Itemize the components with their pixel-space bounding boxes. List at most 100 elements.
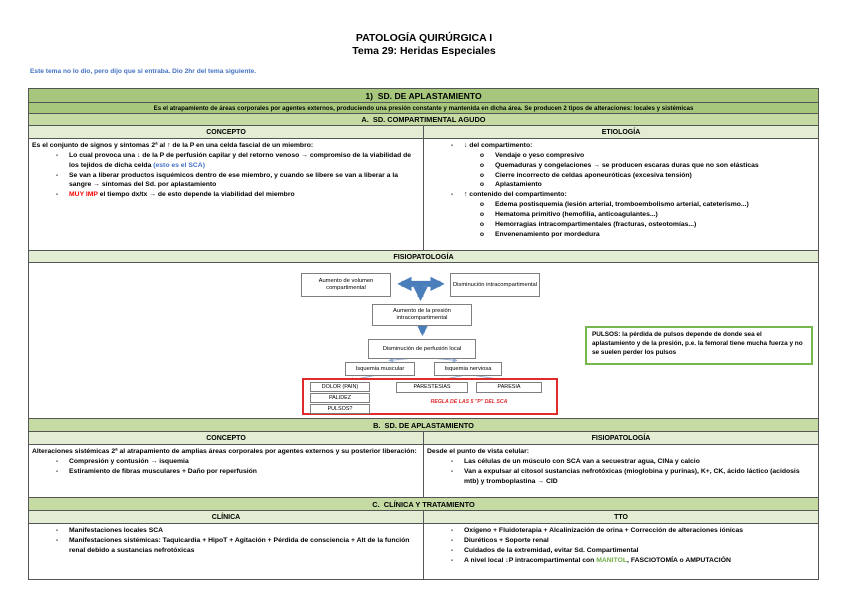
concepto-header: CONCEPTO bbox=[29, 126, 424, 138]
list-item-text: ↑ contenido del compartimento: bbox=[464, 191, 567, 199]
tto-cell: - Oxígeno + Fluidoterapia + Alcalinizaci… bbox=[424, 524, 818, 579]
sectionC-content-row: - Manifestaciones locales SCA - Manifest… bbox=[29, 524, 818, 579]
list-item-text: Vendaje o yeso compresivo bbox=[495, 151, 585, 159]
list-item: - Compresión y contusión → isquemia bbox=[32, 457, 420, 467]
list-item-text: Envenenamiento por mordedura bbox=[495, 230, 600, 238]
bullet-dash: - bbox=[55, 527, 59, 534]
list-item: o Hemorragias intracompartimentales (fra… bbox=[427, 220, 815, 230]
bullet-dash: - bbox=[55, 171, 59, 179]
bullet-dash: - bbox=[55, 467, 59, 475]
sectionB-concepto-intro: Alteraciones sistémicas 2ª al atrapamien… bbox=[32, 448, 417, 455]
list-item-text: Cierre incorrecto de celdas aponeurótica… bbox=[495, 171, 692, 179]
flow-box-palidez: PALIDEZ bbox=[310, 393, 370, 403]
list-item-text: Van a expulsar al citosol sustancias nef… bbox=[464, 467, 800, 485]
flow-box-isquemia-muscular: Isquemia muscular bbox=[345, 362, 415, 376]
sectionB-title-row: B. SD. DE APLASTAMIENTO bbox=[29, 419, 818, 432]
fisio-header: FISIOPATOLOGÍA bbox=[393, 252, 454, 261]
bullet-circle: o bbox=[479, 220, 485, 228]
list-item: o Vendaje o yeso compresivo bbox=[427, 151, 815, 161]
list-item: - Manifestaciones sistémicas: Taquicardi… bbox=[32, 536, 420, 556]
list-item-text: Oxígeno + Fluidoterapia + Alcalinización… bbox=[464, 527, 744, 534]
list-item: o Hematoma primitivo (hemofilia, anticoa… bbox=[427, 210, 815, 220]
sectionC-title: C. CLÍNICA Y TRATAMIENTO bbox=[372, 499, 475, 509]
flow-box-paresia: PARESIA bbox=[476, 382, 542, 393]
flow-box-aumento-presion: Aumento de la presión intracompartimenta… bbox=[372, 304, 472, 326]
bullet-dash: - bbox=[55, 191, 59, 199]
bullet-dash: - bbox=[450, 142, 454, 149]
etiologia-header: ETIOLOGÍA bbox=[424, 126, 818, 138]
bullet-dash: - bbox=[55, 536, 59, 544]
list-item-text: Cuidados de la extremidad, evitar Sd. Co… bbox=[464, 546, 639, 554]
list-item-text: Hematoma primitivo (hemofilia, anticoagu… bbox=[495, 210, 658, 218]
flow-box-dolor: DOLOR (PAIN) bbox=[310, 382, 370, 392]
list-item-text: Manifestaciones locales SCA bbox=[69, 527, 164, 534]
bullet-dash: - bbox=[450, 556, 454, 564]
pulsos-note-label: PULSOS: bbox=[592, 331, 621, 338]
list-item: - Manifestaciones locales SCA bbox=[32, 526, 420, 536]
margin-note: Este tema no lo dio, pero dijo que si en… bbox=[30, 68, 257, 75]
list-item: o Cierre incorrecto de celdas aponeuróti… bbox=[427, 171, 815, 181]
sectionB-fisio-header: FISIOPATOLOGÍA bbox=[424, 432, 818, 444]
list-item: - Se van a liberar productos isquémicos … bbox=[32, 171, 420, 191]
bullet-circle: o bbox=[479, 171, 485, 179]
list-item: - MUY IMP el tiempo dx/tx → de esto depe… bbox=[32, 190, 420, 200]
clinica-cell: - Manifestaciones locales SCA - Manifest… bbox=[29, 524, 424, 579]
flow-box-isquemia-nerviosa: Isquemia nerviosa bbox=[434, 362, 502, 376]
list-item: o Envenenamiento por mordedura bbox=[427, 230, 815, 240]
section1-title: 1) SD. DE APLASTAMIENTO bbox=[365, 90, 482, 101]
list-item: o Quemaduras y congelaciones → se produc… bbox=[427, 161, 815, 171]
bullet-circle: o bbox=[479, 210, 485, 218]
bullet-circle: o bbox=[479, 201, 485, 209]
list-item-text: Hemorragias intracompartimentales (fract… bbox=[495, 220, 697, 228]
pulsos-note-text: la pérdida de pulsos depende de donde se… bbox=[592, 331, 803, 356]
concepto-cell: Es el conjunto de signos y síntomas 2ª a… bbox=[29, 139, 424, 250]
list-item-text: Las células de un músculo con SCA van a … bbox=[464, 457, 700, 465]
fisio-flowchart-area: Aumento de volumen compartimental Dismin… bbox=[29, 263, 818, 419]
list-item: - Cuidados de la extremidad, evitar Sd. … bbox=[427, 546, 815, 556]
list-item: - A nivel local ↓P intracompartimental c… bbox=[427, 556, 815, 566]
bullet-dash: - bbox=[450, 527, 454, 534]
list-item-text: Manifestaciones sistémicas: Taquicardia … bbox=[69, 536, 410, 554]
list-item-text: Quemaduras y congelaciones → se producen… bbox=[495, 161, 759, 169]
fisio-header-row: FISIOPATOLOGÍA bbox=[29, 251, 818, 263]
list-item-text: Lo cual provoca una ↓ de la P de perfusi… bbox=[69, 151, 412, 169]
clinica-header: CLÍNICA bbox=[29, 511, 424, 523]
sectionA-content-row: Es el conjunto de signos y síntomas 2ª a… bbox=[29, 139, 818, 251]
list-item-text: Se van a liberar productos isquémicos de… bbox=[69, 171, 399, 189]
red-emphasis-text: MUY IMP bbox=[69, 191, 98, 199]
blue-note-text: (esto es el SCA) bbox=[153, 161, 205, 169]
flow-box-aumento-volumen: Aumento de volumen compartimental bbox=[301, 273, 391, 297]
section1-subtitle-row: Es el atrapamiento de áreas corporales p… bbox=[29, 103, 818, 114]
bullet-circle: o bbox=[479, 151, 485, 159]
list-item: - ↑ contenido del compartimento: bbox=[427, 190, 815, 200]
bullet-circle: o bbox=[479, 181, 485, 189]
list-item-text: Estiramiento de fibras musculares + Daño… bbox=[69, 467, 257, 475]
sectionC-column-headers: CLÍNICA TTO bbox=[29, 511, 818, 524]
sectionB-column-headers: CONCEPTO FISIOPATOLOGÍA bbox=[29, 432, 818, 445]
list-item: - Estiramiento de fibras musculares + Da… bbox=[32, 467, 420, 477]
notes-table: 1) SD. DE APLASTAMIENTO Es el atrapamien… bbox=[28, 88, 819, 580]
bullet-circle: o bbox=[479, 230, 485, 238]
sectionB-fisio-intro: Desde el punto de vista celular: bbox=[427, 448, 529, 455]
list-item-text: ↓ del compartimento: bbox=[464, 142, 533, 149]
sectionB-content-row: Alteraciones sistémicas 2ª al atrapamien… bbox=[29, 445, 818, 498]
bullet-dash: - bbox=[450, 191, 454, 199]
bullet-circle: o bbox=[479, 161, 485, 169]
flow-box-disminucion-perfusion: Disminución de perfusión local bbox=[368, 339, 476, 359]
bullet-dash: - bbox=[450, 536, 454, 544]
bullet-dash: - bbox=[450, 457, 454, 465]
list-item: - Diuréticos + Soporte renal bbox=[427, 536, 815, 546]
sectionB-fisio-cell: Desde el punto de vista celular: - Las c… bbox=[424, 445, 818, 497]
list-item: o Aplastamiento bbox=[427, 180, 815, 190]
section1-title-row: 1) SD. DE APLASTAMIENTO bbox=[29, 89, 818, 103]
list-item: - Oxígeno + Fluidoterapia + Alcalinizaci… bbox=[427, 526, 815, 536]
pulsos-note-box: PULSOS: la pérdida de pulsos depende de … bbox=[585, 326, 813, 365]
list-item-text: Diuréticos + Soporte renal bbox=[464, 536, 549, 544]
green-emphasis-text: MANITOL bbox=[596, 556, 628, 564]
five-p-rule-label: REGLA DE LAS 5 "P" DEL SCA bbox=[430, 399, 508, 405]
section1-subtitle: Es el atrapamiento de áreas corporales p… bbox=[153, 104, 694, 112]
page-title: PATOLOGÍA QUIRÚRGICA I bbox=[355, 32, 493, 44]
flow-box-pulsos: PULSOS? bbox=[310, 404, 370, 414]
list-item: o Edema postisquemia (lesión arterial, t… bbox=[427, 200, 815, 210]
